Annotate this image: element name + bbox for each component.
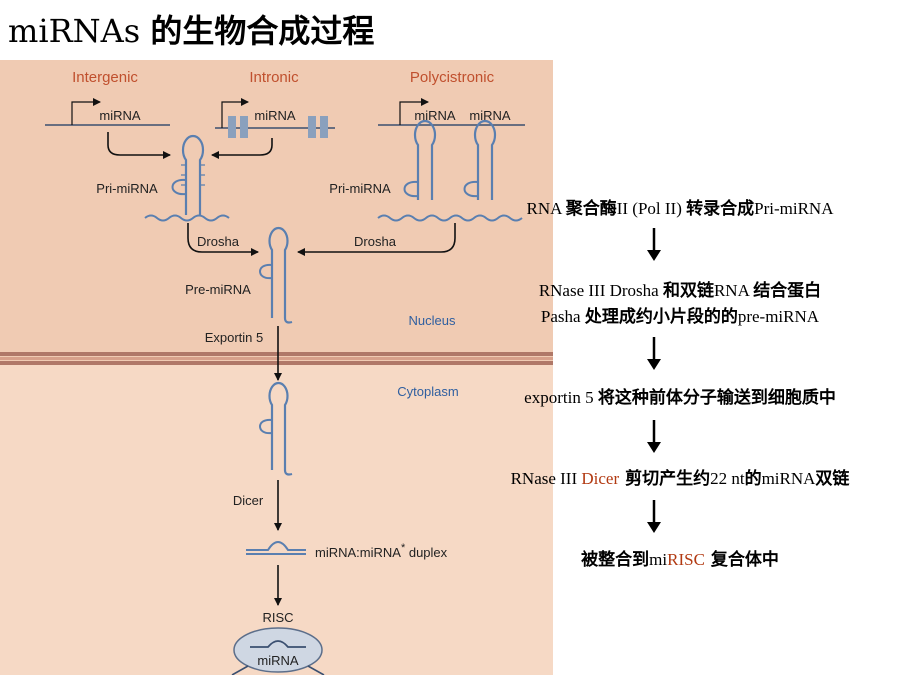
label-polycistronic: Polycistronic xyxy=(410,69,495,86)
mirna-biogenesis-figure: Intergenic Intronic Polycistronic miRNA … xyxy=(0,60,553,675)
risc-complex xyxy=(231,627,325,675)
cytoplasm-pre-mirna xyxy=(259,381,293,476)
title-cjk: 的生物合成过程 xyxy=(150,12,375,50)
label-mirna-poly-1: miRNA xyxy=(414,108,455,123)
step-1-text-e: Pri-miRNA xyxy=(754,199,834,218)
label-pre-mirna: Pre-miRNA xyxy=(185,282,251,297)
step-1-text-b: 聚合酶 xyxy=(565,199,617,219)
intergenic-gene: miRNA xyxy=(45,98,170,126)
step-4-text-d: 的 xyxy=(744,469,762,489)
step-5-text-a: 被整合到 xyxy=(581,550,650,570)
step-1-text-d: 转录合成 xyxy=(686,199,755,219)
arrow-intergenic xyxy=(107,132,171,159)
step-2b: Pasha 处理成约小片段的的pre-miRNA xyxy=(450,306,900,328)
step-2-text-d: 结合蛋白 xyxy=(753,281,822,301)
label-mirna-intronic: miRNA xyxy=(254,108,295,123)
polycistronic-gene: miRNA miRNA xyxy=(378,98,525,126)
step-1-text-c: II (Pol II) xyxy=(616,199,687,218)
step-2b-text-b: 处理成约小片段的的 xyxy=(584,307,738,327)
step-4-text-f: 双链 xyxy=(815,469,850,489)
down-arrow-icon xyxy=(647,228,661,261)
step-5-risc: RISC xyxy=(667,550,705,569)
label-exportin: Exportin 5 xyxy=(205,330,264,345)
label-mirna-poly-2: miRNA xyxy=(469,108,510,123)
label-pri-mirna-left: Pri-miRNA xyxy=(96,181,158,196)
label-risc: RISC xyxy=(262,610,293,625)
label-drosha-right: Drosha xyxy=(354,234,397,249)
step-3-text-b: 将这种前体分子输送到细胞质中 xyxy=(597,388,836,408)
step-4-dicer: Dicer xyxy=(581,469,620,488)
arrow-intronic xyxy=(211,138,273,159)
step-2b-text-c: pre-miRNA xyxy=(737,307,820,326)
arrow-drosha-right xyxy=(297,223,456,256)
title-latin: miRNAs xyxy=(8,12,151,50)
step-5-text-c: 复合体中 xyxy=(704,550,779,570)
pre-mirna-hairpin xyxy=(259,226,293,324)
nuclear-membrane xyxy=(0,352,553,365)
down-arrow-icon xyxy=(647,420,661,453)
step-5: 被整合到miRISC 复合体中 xyxy=(450,549,900,571)
duplex-suffix: duplex xyxy=(405,545,447,560)
label-intronic: Intronic xyxy=(249,69,299,86)
step-3-text-a: exportin 5 xyxy=(524,388,598,407)
step-2-text-b: 和双链 xyxy=(662,281,714,301)
label-drosha-left: Drosha xyxy=(197,234,240,249)
label-dicer: Dicer xyxy=(233,493,264,508)
step-5-text-b: mi xyxy=(649,550,668,569)
step-4-text-e: miRNA xyxy=(761,469,816,488)
label-nucleus: Nucleus xyxy=(409,313,456,328)
intronic-gene: miRNA xyxy=(215,98,335,138)
duplex-text: miRNA:miRNA xyxy=(315,545,401,560)
down-arrow-icon xyxy=(647,337,661,370)
step-1: RNA 聚合酶II (Pol II) 转录合成Pri-miRNA xyxy=(450,198,900,220)
label-mirna-intergenic: miRNA xyxy=(99,108,140,123)
cytoplasm-region xyxy=(0,365,553,675)
step-1-text-a: RNA xyxy=(526,199,566,218)
mirna-duplex xyxy=(246,541,306,555)
duplex-star: * xyxy=(401,542,406,554)
arrow-drosha-left xyxy=(187,223,259,256)
down-arrow-icon xyxy=(647,500,661,533)
step-4: RNase III Dicer 剪切产生约22 nt的miRNA双链 xyxy=(450,468,900,490)
step-4-text-c: 22 nt xyxy=(710,469,745,488)
nucleus-region xyxy=(0,60,553,355)
step-4-text-a: RNase III xyxy=(510,469,582,488)
step-2-text-a: RNase III Drosha xyxy=(538,281,663,300)
step-3: exportin 5 将这种前体分子输送到细胞质中 xyxy=(450,387,900,409)
label-risc-mirna: miRNA xyxy=(257,653,298,668)
pri-mirna-hairpin-left xyxy=(144,134,230,222)
pri-mirna-hairpins-right xyxy=(377,119,523,222)
step-2: RNase III Drosha 和双链RNA 结合蛋白 xyxy=(450,280,900,302)
step-2b-text-a: Pasha xyxy=(540,307,585,326)
label-pri-mirna-right: Pri-miRNA xyxy=(329,181,391,196)
label-cytoplasm: Cytoplasm xyxy=(397,384,458,399)
label-duplex: miRNA:miRNA* duplex xyxy=(315,542,448,560)
step-2-text-c: RNA xyxy=(713,281,754,300)
page-title: miRNAs 的生物合成过程 xyxy=(8,6,374,52)
label-intergenic: Intergenic xyxy=(72,69,138,86)
step-4-text-b: 剪切产生约 xyxy=(619,469,711,489)
